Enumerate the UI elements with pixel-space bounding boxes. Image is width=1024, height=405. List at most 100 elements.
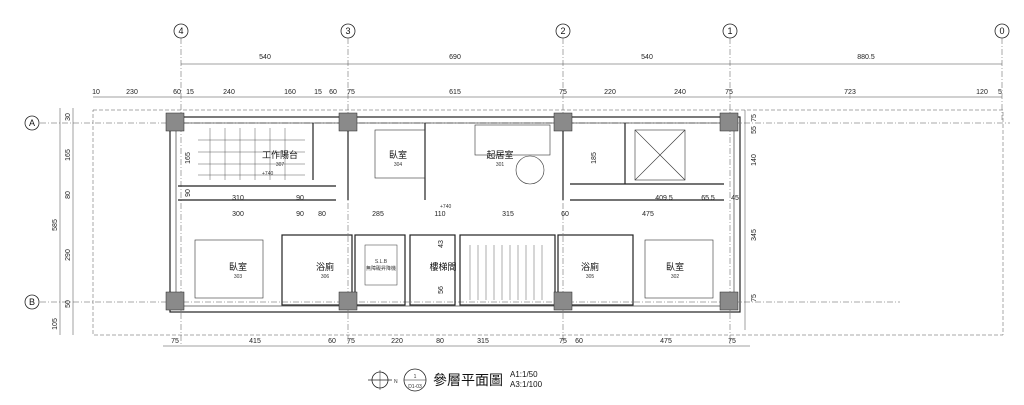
elevator-shaft <box>364 244 398 286</box>
svg-text:475: 475 <box>660 338 672 345</box>
svg-text:220: 220 <box>604 89 616 96</box>
svg-text:80: 80 <box>65 191 72 199</box>
grid-axis-B: B <box>24 294 40 310</box>
svg-text:301: 301 <box>496 162 505 168</box>
svg-text:起居室: 起居室 <box>486 149 513 161</box>
svg-text:60: 60 <box>328 338 336 345</box>
room-bedroom-304: 臥室 304 <box>389 149 407 168</box>
svg-text:230: 230 <box>126 89 138 96</box>
svg-text:55: 55 <box>751 126 758 134</box>
svg-text:240: 240 <box>674 89 686 96</box>
svg-text:75: 75 <box>728 338 736 345</box>
svg-text:60: 60 <box>575 338 583 345</box>
svg-text:S.L.B: S.L.B <box>375 259 388 265</box>
svg-text:30: 30 <box>65 113 72 121</box>
svg-text:140: 140 <box>751 154 758 166</box>
scale-a1: A1:1/50 <box>510 370 538 379</box>
balcony-tile-pattern <box>198 128 305 180</box>
svg-text:75: 75 <box>347 338 355 345</box>
svg-text:A: A <box>29 118 35 128</box>
svg-text:15: 15 <box>186 89 194 96</box>
right-dimensions: 55 75 140 345 75 <box>744 110 758 330</box>
svg-text:409.5: 409.5 <box>655 195 673 202</box>
room-elevator: S.L.B 無障礙昇降機 <box>366 259 396 272</box>
drawing-title: 參層平面圖 <box>433 373 503 389</box>
svg-text:75: 75 <box>347 89 355 96</box>
svg-text:N: N <box>394 379 398 385</box>
svg-text:5: 5 <box>998 89 1002 96</box>
svg-text:90: 90 <box>296 211 304 218</box>
svg-text:105: 105 <box>52 318 59 330</box>
structural-columns <box>165 112 739 311</box>
svg-text:臥室: 臥室 <box>229 261 247 273</box>
room-bath-305: 浴廁 305 <box>581 261 599 280</box>
top-minor-dimensions: 10 230 60 15 240 160 15 60 75 615 75 220… <box>92 89 1002 98</box>
svg-text:3: 3 <box>345 26 350 36</box>
svg-text:305: 305 <box>586 274 595 280</box>
room-stair-hall: 樓梯間 <box>429 261 456 273</box>
svg-text:+740: +740 <box>262 171 273 177</box>
furniture <box>194 124 714 299</box>
svg-text:315: 315 <box>502 211 514 218</box>
svg-text:80: 80 <box>318 211 326 218</box>
grid-axis-3: 3 <box>340 23 356 39</box>
svg-text:1: 1 <box>727 26 732 36</box>
building-walls <box>169 116 741 313</box>
svg-text:310: 310 <box>232 195 244 202</box>
svg-text:285: 285 <box>372 211 384 218</box>
svg-text:75: 75 <box>171 338 179 345</box>
room-bedroom-303: 臥室 303 <box>229 261 247 280</box>
svg-text:工作陽台: 工作陽台 <box>262 149 298 161</box>
svg-text:345: 345 <box>751 229 758 241</box>
svg-text:220: 220 <box>391 338 403 345</box>
svg-text:75: 75 <box>725 89 733 96</box>
svg-text:615: 615 <box>449 89 461 96</box>
room-living-301: 起居室 301 <box>486 149 513 168</box>
svg-text:307: 307 <box>276 162 285 168</box>
svg-text:1: 1 <box>414 374 417 380</box>
svg-text:304: 304 <box>394 162 403 168</box>
svg-text:15: 15 <box>314 89 322 96</box>
svg-text:0: 0 <box>999 26 1004 36</box>
svg-text:10: 10 <box>92 89 100 96</box>
svg-text:585: 585 <box>52 219 59 231</box>
svg-text:60: 60 <box>329 89 337 96</box>
svg-text:240: 240 <box>223 89 235 96</box>
left-dimensions: 30 165 80 585 290 50 105 <box>52 108 74 335</box>
sheet-reference: 1 D1-03 <box>403 368 427 392</box>
grid-axis-2: 2 <box>555 23 571 39</box>
room-work-balcony: 工作陽台 307 +740 <box>262 149 298 177</box>
north-arrow-icon: N <box>368 370 398 390</box>
svg-text:D1-03: D1-03 <box>408 384 422 390</box>
svg-text:302: 302 <box>671 274 680 280</box>
corridor-level: +740 <box>440 204 451 210</box>
top-major-dimensions: 540 690 540 880.5 <box>181 54 1002 65</box>
svg-text:110: 110 <box>434 211 445 218</box>
grid-axis-4: 4 <box>173 23 189 39</box>
svg-text:165: 165 <box>65 149 72 161</box>
svg-text:臥室: 臥室 <box>389 149 407 161</box>
svg-text:415: 415 <box>249 338 261 345</box>
svg-text:75: 75 <box>559 89 567 96</box>
svg-text:無障礙昇降機: 無障礙昇降機 <box>366 265 396 272</box>
svg-text:475: 475 <box>642 211 654 218</box>
svg-text:690: 690 <box>449 54 461 61</box>
svg-text:75: 75 <box>559 338 567 345</box>
svg-text:300: 300 <box>232 211 244 218</box>
svg-text:60: 60 <box>173 89 181 96</box>
svg-text:306: 306 <box>321 274 330 280</box>
svg-text:303: 303 <box>234 274 243 280</box>
svg-text:880.5: 880.5 <box>857 54 875 61</box>
svg-text:90: 90 <box>296 195 304 202</box>
svg-text:185: 185 <box>591 152 598 164</box>
svg-text:75: 75 <box>751 294 758 302</box>
grid-axis-A: A <box>24 115 40 131</box>
svg-text:B: B <box>29 297 35 307</box>
svg-text:43: 43 <box>438 240 445 248</box>
svg-text:120: 120 <box>976 89 988 96</box>
svg-text:165: 165 <box>185 152 192 164</box>
svg-text:臥室: 臥室 <box>666 261 684 273</box>
svg-text:90: 90 <box>185 189 192 197</box>
room-bedroom-302: 臥室 302 <box>666 261 684 280</box>
